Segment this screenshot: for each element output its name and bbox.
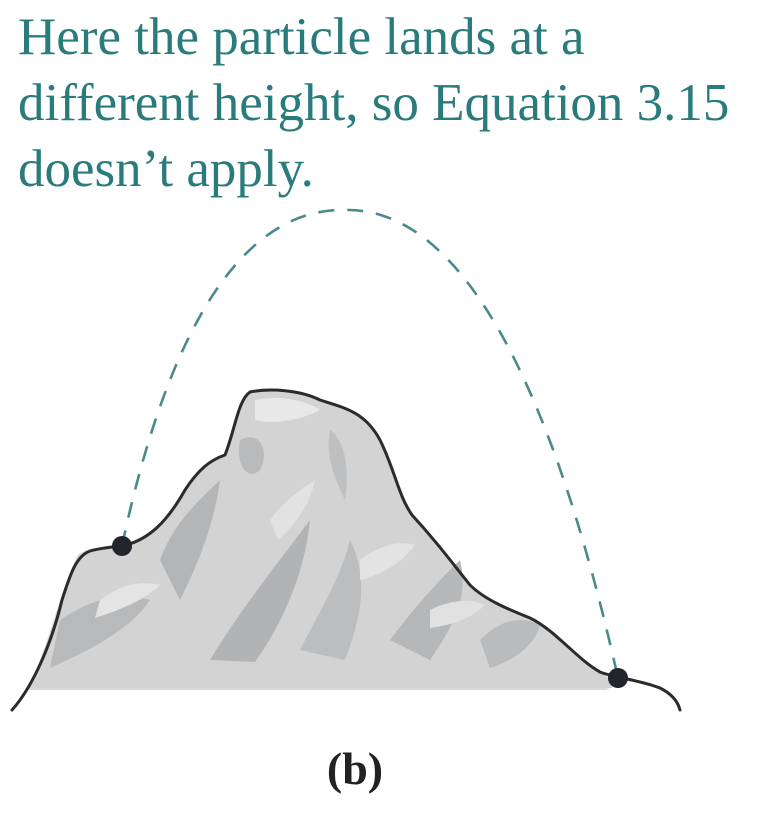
- panel-label: (b): [326, 743, 384, 794]
- launch-point: [112, 536, 132, 556]
- trajectory-path: [120, 208, 620, 679]
- caption-line-3: doesn’t apply.: [18, 140, 314, 198]
- caption-line-1: Here the particle lands at a: [18, 8, 585, 66]
- landing-point: [608, 668, 628, 688]
- mountain-outline: [10, 388, 682, 712]
- rock-shading: [50, 430, 540, 668]
- caption-line-2: different height, so Equation 3.15: [18, 74, 730, 132]
- caption: Here the particle lands at a different h…: [18, 4, 778, 202]
- rock-highlights: [95, 398, 485, 628]
